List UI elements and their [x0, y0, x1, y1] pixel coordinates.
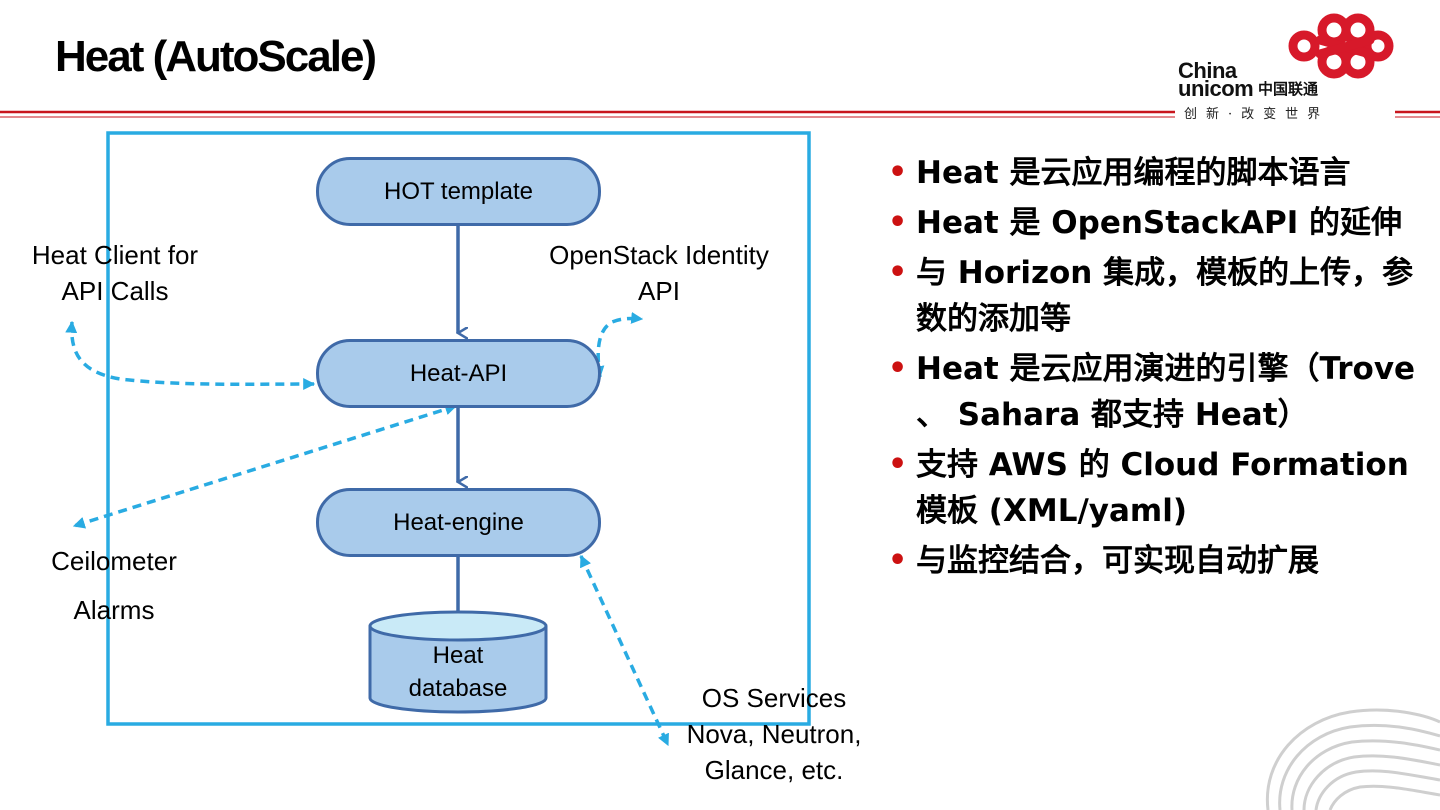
os-services-label: OS Services Nova, Neutron, Glance, etc. — [662, 680, 886, 788]
bullet-item: •Heat 是云应用编程的脚本语言 — [888, 150, 1418, 196]
ceilometer-label: Ceilometer Alarms — [25, 537, 203, 635]
identity-api-label-line2: API — [638, 276, 680, 306]
os-services-label-line2: Nova, Neutron, — [686, 719, 862, 749]
ceilometer-label-line1: Ceilometer — [51, 546, 177, 576]
heat-client-label-line2: API Calls — [61, 276, 169, 306]
bullet-marker: • — [888, 351, 908, 386]
bullet-marker: • — [888, 447, 908, 482]
heat-engine-label: Heat-engine — [393, 508, 524, 536]
bullet-item: •与 Horizon 集成，模板的上传，参数的添加等 — [888, 250, 1418, 342]
identity-api-label-line1: OpenStack Identity — [549, 240, 769, 270]
china-unicom-logo: China unicom 中国联通 创新·改变世界 — [1170, 6, 1430, 124]
bullet-item: •与监控结合，可实现自动扩展 — [888, 538, 1418, 584]
bullet-text: Heat 是 OpenStackAPI 的延伸 — [916, 205, 1403, 241]
bullet-text: 与监控结合，可实现自动扩展 — [916, 543, 1319, 579]
heat-engine-node: Heat-engine — [316, 488, 601, 557]
os-services-label-line3: Glance, etc. — [704, 755, 844, 785]
heat-database-label-1: Heat — [432, 642, 484, 669]
header-rule — [0, 110, 1440, 118]
arrow-client-api — [65, 320, 316, 391]
heat-api-node: Heat-API — [316, 339, 601, 408]
hot-template-node: HOT template — [316, 157, 601, 226]
bullet-item: •Heat 是云应用演进的引擎（Trove 、 Sahara 都支持 Heat） — [888, 346, 1418, 438]
bullet-text: Heat 是云应用演进的引擎（Trove 、 Sahara 都支持 Heat） — [916, 351, 1416, 433]
logo-text-cn: 中国联通 — [1258, 80, 1319, 98]
unicom-knot-icon — [1288, 13, 1394, 79]
hot-template-label: HOT template — [384, 177, 533, 205]
decorative-swirl — [1265, 708, 1440, 810]
bullet-item: •支持 AWS 的 Cloud Formation 模板 (XML/yaml) — [888, 442, 1418, 534]
arrow-api-ceilometer — [72, 403, 458, 529]
bullet-marker: • — [888, 543, 908, 578]
heat-database-label-2: database — [408, 675, 508, 702]
bullet-marker: • — [888, 205, 908, 240]
heat-client-label-line1: Heat Client for — [31, 240, 199, 270]
heat-database-node: Heat database — [370, 638, 546, 706]
logo-slogan: 创新·改变世界 — [1180, 103, 1334, 122]
ceilometer-label-line2: Alarms — [73, 595, 155, 625]
arrow-api-identity — [592, 311, 644, 379]
bullet-marker: • — [888, 155, 908, 190]
bullet-text: Heat 是云应用编程的脚本语言 — [916, 155, 1351, 191]
bullet-text: 与 Horizon 集成，模板的上传，参数的添加等 — [916, 255, 1414, 337]
heat-database-cylinder — [368, 610, 548, 714]
logo-text-unicom: unicom — [1178, 76, 1254, 101]
heat-api-label: Heat-API — [409, 359, 508, 387]
bullet-marker: • — [888, 255, 908, 290]
os-services-label-line1: OS Services — [701, 683, 847, 713]
heat-client-label: Heat Client for API Calls — [10, 237, 220, 309]
bullet-item: •Heat 是 OpenStackAPI 的延伸 — [888, 200, 1418, 246]
logo-text-china: China — [1178, 58, 1237, 83]
bullet-list: •Heat 是云应用编程的脚本语言 •Heat 是 OpenStackAPI 的… — [888, 150, 1418, 588]
slide-title: Heat (AutoScale) — [55, 32, 377, 81]
arrow-engine-os-services — [579, 554, 670, 747]
identity-api-label: OpenStack Identity API — [525, 237, 793, 309]
bullet-text: 支持 AWS 的 Cloud Formation 模板 (XML/yaml) — [916, 447, 1409, 529]
